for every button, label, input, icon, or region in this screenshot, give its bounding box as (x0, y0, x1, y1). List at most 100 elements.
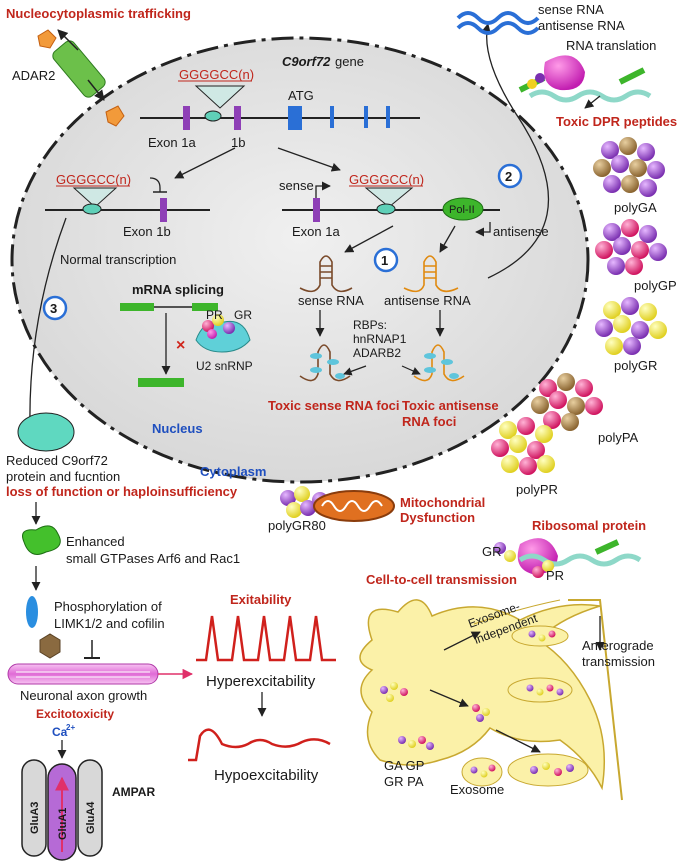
rna-translation-label: RNA translation (566, 38, 656, 53)
hypo-trace (188, 728, 331, 762)
toxic-antisense-foci-line2: RNA foci (402, 414, 456, 429)
antisense-rna-hairpin (403, 255, 459, 293)
antisense-foci (413, 344, 465, 382)
glua4-label: GluA4 (85, 801, 97, 834)
label-1b: 1b (231, 135, 245, 150)
u2-snrnp-label: U2 snRNP (196, 359, 253, 373)
polygr-label: polyGR (614, 358, 657, 373)
phospho-line2: LIMK1/2 and cofilin (54, 616, 165, 631)
ribosome-top-icon (518, 55, 652, 103)
reduced-line2: protein and fucntion (6, 469, 120, 484)
repeat-label-top: GGGGCC(n) (179, 67, 254, 82)
top-antisense-rna: antisense RNA (538, 18, 625, 33)
exitability-title: Exitability (230, 592, 292, 607)
step-3-badge: 3 (42, 295, 68, 321)
rna-wave-icon (456, 11, 540, 35)
exosome-label: Exosome (450, 782, 504, 797)
svg-text:3: 3 (50, 301, 57, 316)
loss-of-function-label: loss of function or haploinsufficiency (6, 484, 238, 499)
anterograde-line2: transmission (582, 654, 655, 669)
excitotoxicity-label: Excitotoxicity (36, 707, 114, 721)
exon-1a-label-right: Exon 1a (292, 224, 340, 239)
polypr-cluster (491, 417, 555, 475)
mito-line1: Mitochondrial (400, 495, 485, 510)
glua3-label: GluA3 (29, 802, 41, 834)
antisense-label: antisense (493, 224, 549, 239)
reduced-line1: Reduced C9orf72 (6, 453, 108, 468)
mrna-splicing-title: mRNA splicing (132, 282, 224, 297)
polygp-label: polyGP (634, 278, 677, 293)
dpr-short-line2: GR PA (384, 774, 424, 789)
trafficking-title: Nucleocytoplasmic trafficking (6, 6, 191, 21)
svg-text:×: × (176, 337, 185, 354)
nucleus-label: Nucleus (152, 421, 203, 436)
step-1-badge: 1 (373, 247, 399, 273)
ca-sup-label: 2+ (66, 723, 75, 732)
splicing-gr-label: GR (234, 308, 252, 322)
enhanced-line1: Enhanced (66, 534, 125, 549)
limk-icon (26, 596, 38, 628)
enhanced-line2: small GTPases Arf6 and Rac1 (66, 551, 240, 566)
ampar-label: AMPAR (112, 785, 155, 799)
gtpase-icon (22, 525, 61, 555)
sense-rna-hairpin (299, 255, 353, 293)
mito-line2: Dysfunction (400, 510, 475, 525)
gene-diagram (140, 85, 420, 130)
polypa-cluster (531, 373, 603, 431)
svg-text:1: 1 (381, 253, 388, 268)
polyga-cluster (593, 137, 665, 197)
axon-growth-label: Neuronal axon growth (20, 688, 147, 703)
cofilin-icon (39, 633, 61, 659)
exon-1b-label: Exon 1b (123, 224, 171, 239)
gene-suffix: gene (335, 54, 364, 69)
gene-name: C9orf72 (282, 54, 331, 69)
normal-transcription-label: Normal transcription (60, 252, 176, 267)
step-2-badge: 2 (497, 163, 523, 189)
sense-foci (299, 344, 351, 382)
toxic-sense-foci-label: Toxic sense RNA foci (268, 398, 399, 413)
polygr-cluster (595, 297, 667, 355)
antisense-rna-label: antisense RNA (384, 293, 471, 308)
svg-text:2: 2 (505, 169, 512, 184)
cytoplasm-label: Cytoplasm (200, 464, 266, 479)
repeat-label-left: GGGGCC(n) (56, 172, 131, 187)
exon-1a-label-top: Exon 1a (148, 135, 196, 150)
hyperexcitability-label: Hyperexcitability (206, 673, 316, 690)
axon-icon (7, 663, 194, 685)
rbps-line-2: hnRNAP1 (353, 332, 407, 346)
phospho-line1: Phosphorylation of (54, 599, 162, 614)
hypoexcitability-label: Hypoexcitability (214, 767, 319, 784)
polyga-label: polyGA (614, 200, 657, 215)
dpr-short-line1: GA GP (384, 758, 424, 773)
sense-label: sense (279, 178, 314, 193)
normal-gene (45, 177, 210, 222)
splicing-diagram: × (120, 303, 251, 387)
anterograde-line1: Anterograde (582, 638, 654, 653)
neuron-dpr-dots (380, 630, 574, 778)
ribo-pr-label: PR (546, 568, 564, 583)
toxic-dpr-label: Toxic DPR peptides (556, 114, 677, 129)
rbps-line-1: RBPs: (353, 318, 387, 332)
polypr-label: polyPR (516, 482, 558, 497)
ca-label: Ca (52, 725, 68, 739)
mitochondrion-icon (313, 490, 395, 522)
hyper-trace (196, 615, 336, 662)
toxic-antisense-foci-line1: Toxic antisense (402, 398, 499, 413)
polygp-cluster (595, 219, 667, 275)
sense-rna-label: sense RNA (298, 293, 364, 308)
cell-to-cell-label: Cell-to-cell transmission (366, 572, 517, 587)
polygr80-label: polyGR80 (268, 518, 326, 533)
ribosomal-protein-label: Ribosomal protein (532, 518, 646, 533)
ribo-gr-label: GR (482, 544, 502, 559)
reduced-protein-shape (17, 412, 75, 452)
pol-ii-label: Pol-II (449, 204, 475, 216)
repeat-gene (282, 181, 500, 237)
rbps-line-3: ADARB2 (353, 346, 401, 360)
ribosome-bottom-icon (494, 538, 642, 578)
glua1-label: GluA1 (57, 808, 69, 840)
nuclear-pore-icon (37, 29, 125, 127)
repeat-label-right: GGGGCC(n) (349, 172, 424, 187)
atg-label: ATG (288, 88, 314, 103)
splicing-pr-label: PR (206, 308, 223, 322)
ampar-icon (21, 759, 103, 861)
